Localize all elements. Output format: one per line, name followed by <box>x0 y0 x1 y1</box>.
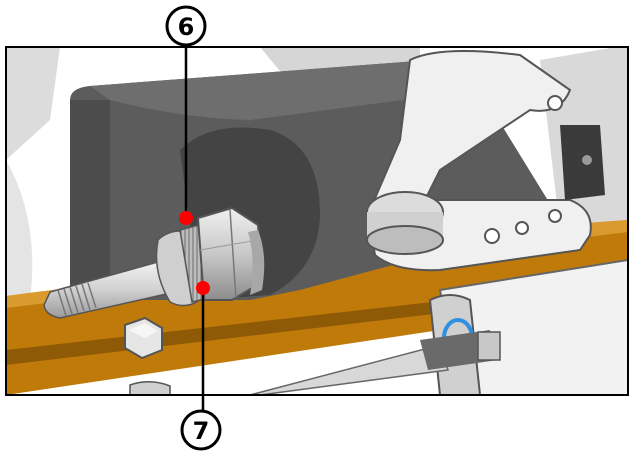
callout-6-circle <box>165 5 207 47</box>
rail-hex-bolt-top <box>128 323 158 338</box>
clamp-block <box>560 125 605 200</box>
shaft-threads <box>57 282 97 317</box>
marker-7-dot <box>196 281 210 295</box>
marker-6-dot <box>179 211 193 225</box>
plate-hole-1 <box>484 228 500 244</box>
rail-bolt-lower <box>129 381 171 395</box>
nut-washer <box>248 230 265 295</box>
hex-nut-edge-2 <box>199 239 259 251</box>
background-left-part <box>6 47 60 160</box>
callout-7-circle <box>180 409 222 451</box>
plate-pin-bottom <box>366 225 444 255</box>
arm-pivot-hole <box>547 95 563 111</box>
hex-nut-edge-1 <box>229 209 237 299</box>
housing-front-shadow <box>70 100 110 300</box>
background-left-round <box>6 160 33 300</box>
rod-end-nut <box>477 331 501 361</box>
housing-top-face <box>90 59 480 120</box>
linkage-arm <box>368 50 572 232</box>
image-frame <box>5 46 629 396</box>
clamp-screw <box>582 155 592 165</box>
callout-7-label: 7 <box>193 417 210 445</box>
plate-hole-2 <box>515 221 529 235</box>
orange-rail-shadow <box>6 300 450 365</box>
plate-hole-3 <box>548 209 562 223</box>
piston-rod <box>249 344 449 395</box>
callout-6-label: 6 <box>178 13 195 41</box>
threaded-shaft <box>43 259 176 319</box>
